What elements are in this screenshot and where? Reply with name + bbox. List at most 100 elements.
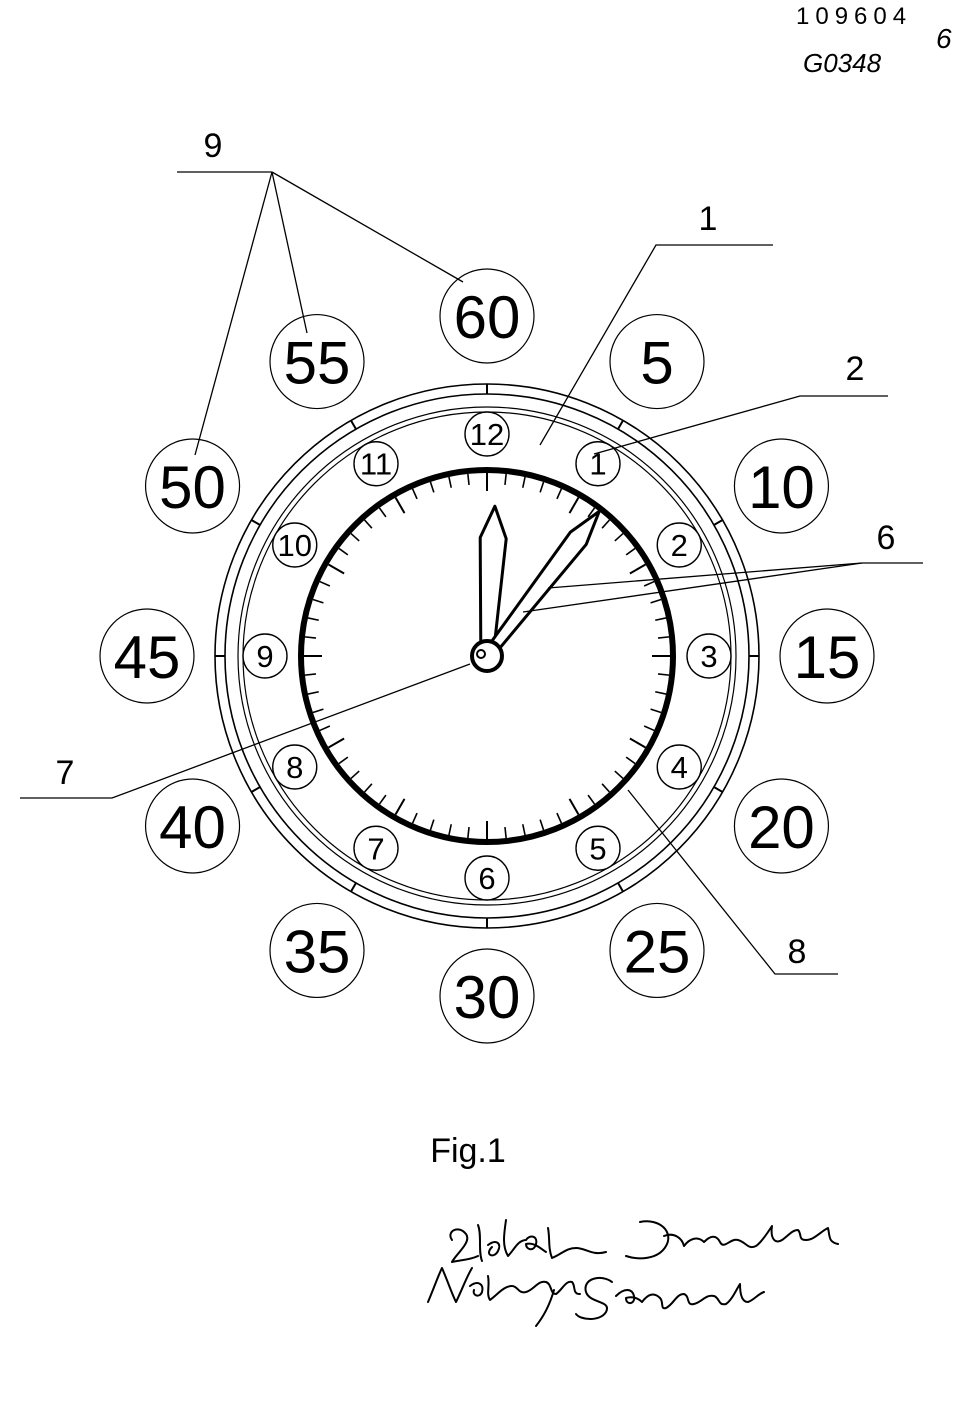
hour-number-label: 12 (470, 417, 504, 452)
hour-number-circle (575, 441, 621, 487)
leader-line-9-to-60 (271, 171, 464, 283)
minute-number-label: 50 (159, 454, 226, 521)
minute-tick (587, 507, 596, 518)
hour-number-label: 11 (360, 447, 392, 482)
minute-tick (307, 617, 319, 622)
minute-number-circle (439, 948, 535, 1044)
number-ring-outer (237, 406, 737, 906)
minute-tick (556, 488, 563, 500)
leader-line-9-to-50 (194, 171, 273, 456)
hour-number-circle (656, 744, 702, 790)
hour-number-label: 10 (278, 528, 312, 563)
reference-labels: 9 1 2 6 7 8 (56, 127, 896, 971)
minute-tick (378, 794, 387, 805)
minute-tick (319, 580, 331, 587)
minute-number-circle (269, 313, 365, 410)
hour-number-1: 1 (575, 441, 621, 487)
hour-number-label: 7 (367, 831, 384, 866)
rim-marker (250, 519, 261, 526)
hour-number-11: 11 (353, 441, 399, 487)
minute-tick (304, 673, 317, 676)
minute-number-label: 40 (159, 794, 226, 861)
minute-tick (378, 507, 387, 518)
hour-tick (394, 798, 406, 815)
leader-line-9-to-55 (271, 171, 308, 334)
minute-tick (657, 673, 670, 676)
minute-number-35: 35 (269, 902, 365, 999)
minute-number-label: 15 (794, 624, 861, 691)
figure-caption: Fig.1 (430, 1132, 506, 1170)
minute-number-45: 45 (99, 608, 195, 704)
minute-number-20: 20 (733, 778, 830, 874)
minute-number-55: 55 (269, 313, 365, 410)
minute-number-circle (733, 438, 830, 534)
ref-label-7: 7 (56, 754, 75, 792)
minute-number-label: 20 (748, 794, 815, 861)
minute-number-5: 5 (609, 313, 705, 410)
minute-tick (411, 488, 418, 500)
minute-tick (650, 708, 662, 714)
minute-number-circle (439, 268, 535, 364)
minute-tick (539, 819, 545, 831)
minute-tick (411, 812, 418, 824)
minute-tick (448, 476, 453, 488)
hour-number-7: 7 (353, 825, 399, 871)
hands-pivot (470, 639, 504, 673)
minute-tick (504, 473, 507, 486)
minute-tick (521, 824, 526, 836)
handwritten-code: G0348 (803, 48, 882, 78)
hour-number-4: 4 (656, 744, 702, 790)
hour-number-circle (686, 633, 732, 679)
hour-number-label: 9 (256, 639, 273, 674)
hour-number-circle (353, 825, 399, 871)
minute-number-circle (144, 778, 241, 874)
minute-number-circle (99, 608, 195, 704)
minute-tick (521, 476, 526, 488)
minute-tick (504, 826, 507, 839)
minute-number-circle (269, 902, 365, 999)
hour-tick (328, 737, 345, 749)
minute-number-15: 15 (779, 608, 875, 704)
minute-tick (312, 708, 324, 714)
signature-1 (449, 1219, 839, 1263)
minute-tick (350, 532, 360, 542)
rim-marker (250, 786, 261, 793)
hour-number-circle (272, 744, 318, 790)
minute-tick (643, 725, 655, 732)
hour-number-5: 5 (575, 825, 621, 871)
rim-marker (617, 882, 624, 893)
hour-number-label: 6 (478, 861, 495, 896)
hour-number-circle (242, 633, 288, 679)
ref-label-8: 8 (788, 933, 807, 971)
hour-number-circle (656, 522, 702, 568)
ref-label-9: 9 (204, 127, 223, 165)
hour-tick (629, 563, 646, 575)
minute-tick (650, 598, 662, 604)
leader-line-7 (20, 663, 471, 799)
minute-tick (614, 532, 624, 542)
minute-ticks (215, 384, 759, 928)
minute-number-circle (144, 438, 241, 534)
minute-number-label: 35 (284, 918, 351, 985)
hour-number-12: 12 (464, 411, 510, 457)
pivot-dot (476, 649, 486, 659)
minute-tick (625, 756, 636, 765)
rim-marker (350, 882, 357, 893)
leader-lines (20, 171, 923, 975)
hour-number-circle (575, 825, 621, 871)
minute-number-40: 40 (144, 778, 241, 874)
signature-2 (427, 1267, 765, 1327)
minute-number-label: 55 (284, 330, 351, 397)
minute-tick (643, 580, 655, 587)
hour-tick (629, 737, 646, 749)
hour-number-circle (353, 441, 399, 487)
minute-number-circle (609, 902, 705, 999)
minute-tick (363, 519, 373, 529)
hour-number-2: 2 (656, 522, 702, 568)
hour-number-circle (464, 855, 510, 901)
handwritten-page-number: 6 (936, 23, 952, 54)
minute-number-label: 45 (114, 624, 181, 691)
